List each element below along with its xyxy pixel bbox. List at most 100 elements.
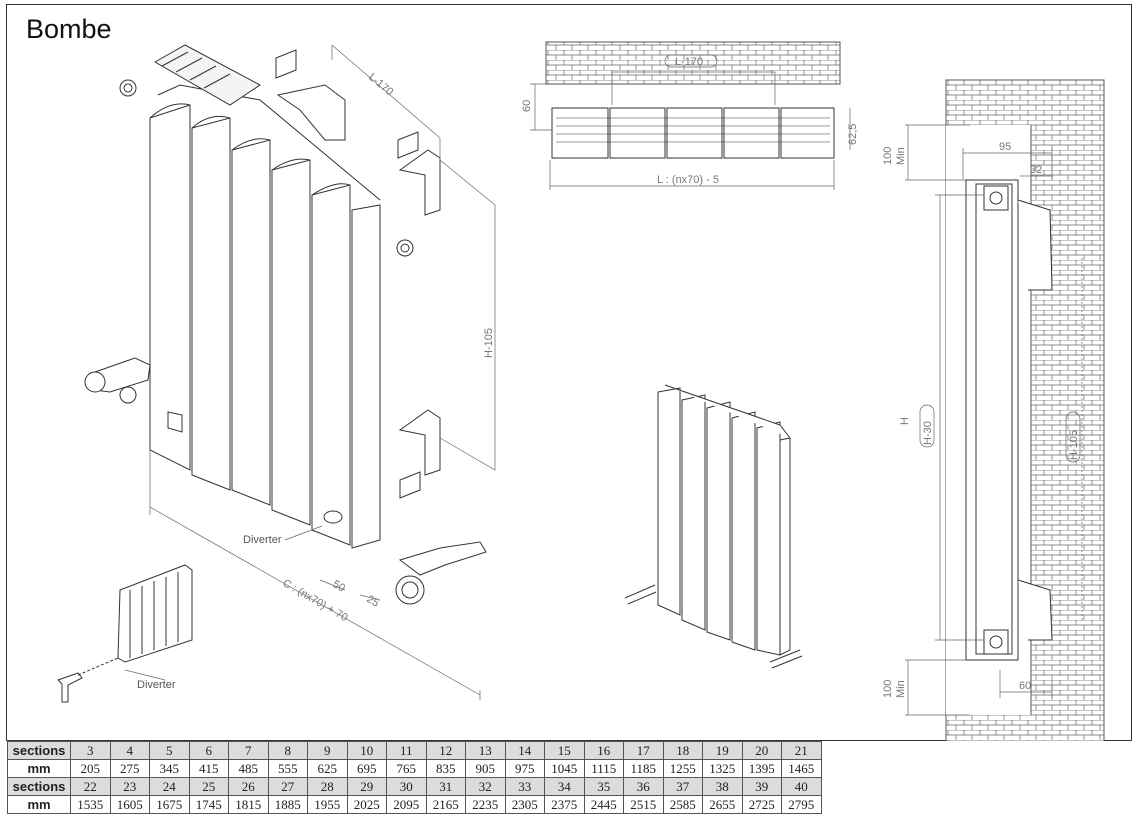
table-cell: 1745 (188, 795, 229, 814)
dim-25: 25 (365, 593, 382, 610)
table-cell: 13 (465, 741, 506, 760)
table-cell: 625 (307, 759, 348, 778)
row-label: sections (7, 777, 71, 796)
table-cell: 1605 (109, 795, 150, 814)
top-view: L-170 60 62,5 L : (nx70) - 5 (521, 41, 859, 190)
technical-drawing: L-170 H-105 C : (nx70) + 70 50 25 Divert… (57, 41, 1105, 741)
table-cell: 12 (425, 741, 466, 760)
table-cell: 2305 (504, 795, 545, 814)
row-label: mm (7, 759, 71, 778)
row-label: mm (7, 795, 71, 814)
table-cell: 24 (149, 777, 190, 796)
table-cell: 1675 (149, 795, 190, 814)
table-cell: 27 (267, 777, 308, 796)
table-cell: 37 (662, 777, 703, 796)
table-cell: 905 (465, 759, 506, 778)
table-cell: 32 (465, 777, 506, 796)
dim-l-formula: L : (nx70) - 5 (657, 174, 719, 186)
table-cell: 19 (702, 741, 743, 760)
table-cell: 39 (741, 777, 782, 796)
table-cell: 695 (346, 759, 387, 778)
table-cell: 1325 (702, 759, 743, 778)
dim-h-105-side: H-105 (1068, 430, 1080, 460)
table-cell: 275 (109, 759, 150, 778)
table-cell: 17 (623, 741, 664, 760)
table-row: mm 205 275 345 415 485 555 625 695 765 8… (7, 759, 822, 778)
table-cell: 485 (228, 759, 269, 778)
diverter-label-b: Diverter (137, 679, 176, 691)
drawing-frame (6, 4, 1132, 741)
table-cell: 7 (228, 741, 269, 760)
table-cell: 975 (504, 759, 545, 778)
table-cell: 4 (109, 741, 150, 760)
table-cell: 25 (188, 777, 229, 796)
table-cell: 14 (504, 741, 545, 760)
table-cell: 38 (702, 777, 743, 796)
table-cell: 23 (109, 777, 150, 796)
table-cell: 2585 (662, 795, 703, 814)
table-cell: 18 (662, 741, 703, 760)
table-cell: 1885 (267, 795, 308, 814)
sections-size-table: sections 3 4 5 6 7 8 9 10 11 12 13 14 15… (7, 741, 822, 814)
table-row: sections 3 4 5 6 7 8 9 10 11 12 13 14 15… (7, 741, 822, 760)
dim-50: 50 (331, 578, 348, 595)
dim-60-top: 60 (521, 100, 533, 112)
table-cell: 345 (149, 759, 190, 778)
table-cell: 765 (386, 759, 427, 778)
table-cell: 1255 (662, 759, 703, 778)
table-cell: 2795 (781, 795, 822, 814)
table-cell: 205 (70, 759, 111, 778)
table-cell: 8 (267, 741, 308, 760)
table-cell: 31 (425, 777, 466, 796)
drawing-title: Bombe (26, 14, 112, 44)
dim-l-170-top: L-170 (675, 56, 703, 68)
table-cell: 9 (307, 741, 348, 760)
table-cell: 1955 (307, 795, 348, 814)
table-cell: 2515 (623, 795, 664, 814)
table-cell: 1395 (741, 759, 782, 778)
table-cell: 2725 (741, 795, 782, 814)
isometric-radiator (84, 44, 487, 605)
table-cell: 29 (346, 777, 387, 796)
dim-h-30: H-30 (922, 421, 934, 445)
row-label: sections (7, 741, 71, 760)
table-row: mm 1535 1605 1675 1745 1815 1885 1955 20… (7, 795, 822, 814)
table-cell: 5 (149, 741, 190, 760)
dim-95: 95 (999, 141, 1011, 153)
table-cell: 2165 (425, 795, 466, 814)
table-cell: 1815 (228, 795, 269, 814)
table-cell: 28 (307, 777, 348, 796)
table-cell: 555 (267, 759, 308, 778)
table-cell: 10 (346, 741, 387, 760)
table-cell: 2375 (544, 795, 585, 814)
dim-100-top: 100 (882, 147, 894, 165)
table-cell: 16 (583, 741, 624, 760)
table-cell: 835 (425, 759, 466, 778)
table-cell: 1535 (70, 795, 111, 814)
small-radiator-illustration (57, 564, 193, 703)
table-cell: 11 (386, 741, 427, 760)
table-cell: 3 (70, 741, 111, 760)
table-cell: 40 (781, 777, 822, 796)
table-cell: 20 (741, 741, 782, 760)
iso-dimensions (124, 44, 496, 700)
table-cell: 36 (623, 777, 664, 796)
table-cell: 1465 (781, 759, 822, 778)
table-cell: 34 (544, 777, 585, 796)
min-bottom: Min (895, 680, 907, 698)
table-cell: 33 (504, 777, 545, 796)
table-cell: 15 (544, 741, 585, 760)
table-cell: 2655 (702, 795, 743, 814)
dim-32: 32 (1030, 164, 1042, 176)
table-cell: 1115 (583, 759, 624, 778)
dim-h: H (899, 417, 911, 425)
table-cell: 415 (188, 759, 229, 778)
dim-60-side: 60 (1019, 680, 1031, 692)
table-cell: 1045 (544, 759, 585, 778)
table-cell: 26 (228, 777, 269, 796)
table-cell: 30 (386, 777, 427, 796)
table-row: sections 22 23 24 25 26 27 28 29 30 31 3… (7, 777, 822, 796)
table-cell: 2025 (346, 795, 387, 814)
table-cell: 2095 (386, 795, 427, 814)
center-radiator-illustration (624, 384, 803, 669)
